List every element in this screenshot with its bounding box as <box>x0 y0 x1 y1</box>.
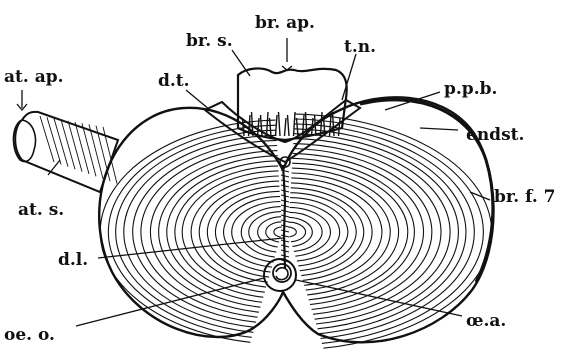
tentacle-line <box>267 112 269 136</box>
hatch-line <box>40 116 54 162</box>
label-d-t: d.t. <box>158 71 190 91</box>
striation-line <box>292 168 399 295</box>
label-br-s: br. s. <box>186 31 233 51</box>
tentacle-line <box>330 115 332 136</box>
striation-line <box>290 203 340 262</box>
striation-line <box>292 173 391 290</box>
striation-line <box>241 207 280 258</box>
striation-line <box>289 222 306 242</box>
striation-line <box>288 227 296 237</box>
tentacle-line <box>315 115 317 136</box>
lamina-tick <box>281 175 289 177</box>
striation-line <box>274 227 282 237</box>
tentacle-line <box>288 115 290 136</box>
hatch-line <box>47 117 61 164</box>
tentacle-line <box>276 115 278 136</box>
hatch-line <box>68 121 82 172</box>
striation-line <box>258 217 281 247</box>
tentacle-line <box>312 118 314 136</box>
striation-line <box>175 166 278 297</box>
label-oe-a: œ.a. <box>466 311 506 331</box>
striation-line <box>232 202 281 263</box>
tentacle-line <box>285 118 287 136</box>
striation-line <box>289 217 312 246</box>
label-at-ap: at. ap. <box>4 67 64 87</box>
tentacle-line <box>279 112 281 136</box>
right-lobe-striations <box>288 114 491 348</box>
tentacle-line <box>261 115 263 136</box>
hatch-line <box>61 120 75 170</box>
label-br-ap: br. ap. <box>255 13 315 33</box>
label-p-p-b: p.p.b. <box>444 79 497 99</box>
label-endst: endst. <box>466 125 524 145</box>
leader-lines <box>17 38 490 326</box>
label-t-n: t.n. <box>344 37 376 57</box>
atrial-siphon <box>13 112 118 192</box>
label-at-s: at. s. <box>18 200 64 220</box>
left-lobe-striations <box>100 120 281 342</box>
label-d-l: d.l. <box>58 250 88 270</box>
oesophageal-opening <box>264 259 296 291</box>
label-oe-o: oe. o. <box>4 325 55 345</box>
striation-line <box>290 207 331 256</box>
hatch-line <box>54 118 68 166</box>
tentacle-line <box>294 112 296 136</box>
label-br-f-7: br. f. 7 <box>494 187 556 207</box>
